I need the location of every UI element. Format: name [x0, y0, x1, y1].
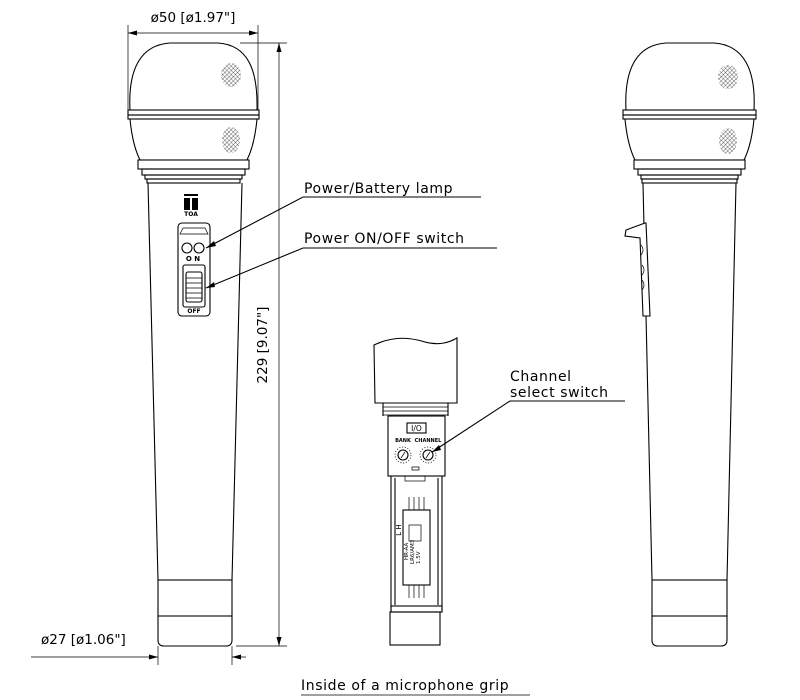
caption: Inside of a microphone grip — [301, 678, 509, 694]
svg-text:1.5V: 1.5V — [416, 551, 422, 564]
toa-logo: TOA — [184, 194, 198, 218]
power-switch[interactable] — [182, 264, 206, 308]
mic-body — [147, 182, 243, 581]
lamp-leader — [205, 196, 481, 249]
side-view-microphone — [622, 42, 757, 647]
switch-leader — [205, 247, 497, 289]
bank-knob[interactable] — [397, 449, 409, 461]
svg-text:CHANNEL: CHANNEL — [415, 438, 443, 444]
grip-diameter-dimension: ø27 [ø1.06"] — [41, 632, 126, 648]
grip-interior-view: I/O BANK CHANNEL L H HR-AA LR6/AM3 1.5V … — [373, 337, 625, 646]
grip-ring — [157, 579, 233, 617]
switch-callout-label: Power ON/OFF switch — [304, 231, 465, 247]
channel-leader — [431, 400, 625, 453]
svg-text:L H: L H — [395, 524, 403, 535]
mesh-grille-icon — [221, 63, 241, 87]
grip-end — [157, 616, 233, 647]
channel-knob[interactable] — [422, 449, 434, 461]
svg-text:OFF: OFF — [187, 308, 200, 315]
grip-end-cap — [389, 611, 441, 646]
battery — [402, 509, 431, 586]
head-diameter-dimension: ø50 [ø1.97"] — [151, 10, 236, 26]
svg-text:I/O: I/O — [411, 424, 422, 433]
mesh-grille-icon — [718, 65, 738, 89]
channel-callout-label: Channel — [510, 369, 572, 385]
mesh-grille-icon — [719, 128, 737, 154]
battery-lamp-icon — [193, 242, 205, 254]
power-lamp-icon — [181, 242, 193, 254]
svg-text:LR6/AM3: LR6/AM3 — [410, 539, 416, 564]
svg-text:HR-AA: HR-AA — [404, 542, 410, 560]
mic-head-top — [129, 42, 258, 111]
front-view-microphone: TOA O N OFF Power/Battery lamp Power ON/… — [31, 10, 497, 665]
length-dimension: 229 [9.07"] — [255, 307, 271, 384]
svg-text:BANK: BANK — [395, 438, 412, 444]
svg-text:O N: O N — [186, 255, 200, 263]
belt-clip-switch — [624, 222, 651, 317]
mesh-grille-icon — [222, 127, 240, 153]
control-panel — [177, 222, 211, 317]
svg-text:TOA: TOA — [184, 211, 198, 218]
lamp-callout-label: Power/Battery lamp — [304, 181, 453, 197]
grip-cutaway — [373, 337, 458, 404]
channel-callout-label: select switch — [510, 385, 609, 401]
